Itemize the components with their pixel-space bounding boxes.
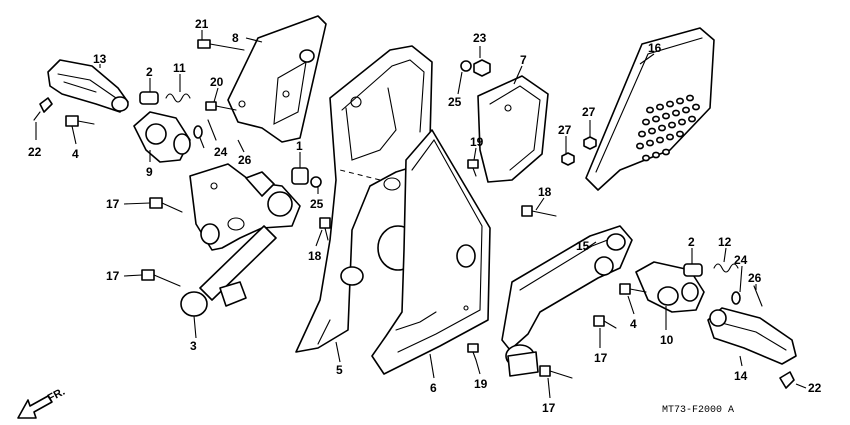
perforation-hole <box>675 97 684 105</box>
perforation-hole <box>685 94 694 102</box>
callout-13: 13 <box>93 52 107 66</box>
perforation-hole <box>671 109 680 117</box>
part-8-bracket-plate <box>227 15 327 143</box>
perforation-hole <box>645 106 654 114</box>
callout-20: 20 <box>210 75 224 89</box>
callout-4: 4 <box>630 317 637 331</box>
leader-lines <box>35 30 807 399</box>
perforation-hole <box>661 148 670 156</box>
bolts <box>65 39 647 379</box>
perforation-hole <box>691 103 700 111</box>
part-6-heel-guard <box>371 129 491 375</box>
part-3-pivot-arm <box>180 163 301 317</box>
callout-15: 15 <box>576 239 590 253</box>
perforation-hole <box>637 130 646 138</box>
perforation-hole <box>665 100 674 108</box>
perforation-hole <box>651 115 660 123</box>
perforation-hole <box>641 118 650 126</box>
perforation-hole <box>667 121 676 129</box>
part-13-footpeg <box>47 59 129 113</box>
callout-9: 9 <box>146 165 153 179</box>
callout-17: 17 <box>106 269 120 283</box>
part-16-rear-cover <box>585 27 715 191</box>
perforation-hole <box>657 124 666 132</box>
callout-7: 7 <box>520 53 527 67</box>
part-9-peg-holder <box>133 111 191 163</box>
perforation-hole <box>651 151 660 159</box>
callout-18: 18 <box>538 185 552 199</box>
callout-26: 26 <box>748 271 762 285</box>
callout-25: 25 <box>448 95 462 109</box>
part-5-main-plate <box>295 45 433 353</box>
callout-2: 2 <box>146 65 153 79</box>
perforation-hole <box>645 139 654 147</box>
callout-23: 23 <box>473 31 487 45</box>
perforation-hole <box>677 118 686 126</box>
callout-27: 27 <box>558 123 572 137</box>
callout-25: 25 <box>310 197 324 211</box>
callout-8: 8 <box>232 31 239 45</box>
small-hardware <box>33 59 795 389</box>
callout-22: 22 <box>28 145 42 159</box>
callout-17: 17 <box>542 401 556 415</box>
callout-26: 26 <box>238 153 252 167</box>
callout-14: 14 <box>734 369 748 383</box>
front-direction-arrow-icon: FR. <box>17 386 67 419</box>
part-14-footpeg <box>707 307 797 365</box>
part-7-small-plate <box>477 75 549 183</box>
callout-6: 6 <box>430 381 437 395</box>
perforation-hole <box>665 133 674 141</box>
callout-17: 17 <box>106 197 120 211</box>
perforation-hole <box>655 103 664 111</box>
callout-10: 10 <box>660 333 674 347</box>
perforation-hole <box>687 115 696 123</box>
perforation-hole <box>641 154 650 162</box>
part-15-bracket-arm <box>501 225 633 377</box>
perforation-hole <box>681 106 690 114</box>
callout-19: 19 <box>474 377 488 391</box>
callout-22: 22 <box>808 381 822 395</box>
part-10-peg-holder <box>635 261 705 313</box>
callout-2: 2 <box>688 235 695 249</box>
perforation-hole <box>655 136 664 144</box>
callout-24: 24 <box>734 253 748 267</box>
callout-11: 11 <box>173 61 186 75</box>
callout-21: 21 <box>195 17 209 31</box>
diagram-code: MT73-F2000 A <box>662 405 734 416</box>
callout-1: 1 <box>296 139 303 153</box>
callout-27: 27 <box>582 105 596 119</box>
direction-label: FR. <box>46 386 67 405</box>
callout-12: 12 <box>718 235 732 249</box>
callout-5: 5 <box>336 363 343 377</box>
perforation-hole <box>647 127 656 135</box>
callout-16: 16 <box>648 41 662 55</box>
perforation-hole <box>675 130 684 138</box>
callout-3: 3 <box>190 339 197 353</box>
callout-19: 19 <box>470 135 484 149</box>
callout-4: 4 <box>72 147 79 161</box>
callout-18: 18 <box>308 249 322 263</box>
callout-24: 24 <box>214 145 228 159</box>
callout-labels: 21 8 13 2 11 20 22 4 9 24 26 1 25 17 18 … <box>28 17 822 415</box>
callout-17: 17 <box>594 351 608 365</box>
perforation-hole <box>661 112 670 120</box>
perforation-hole <box>635 142 644 150</box>
